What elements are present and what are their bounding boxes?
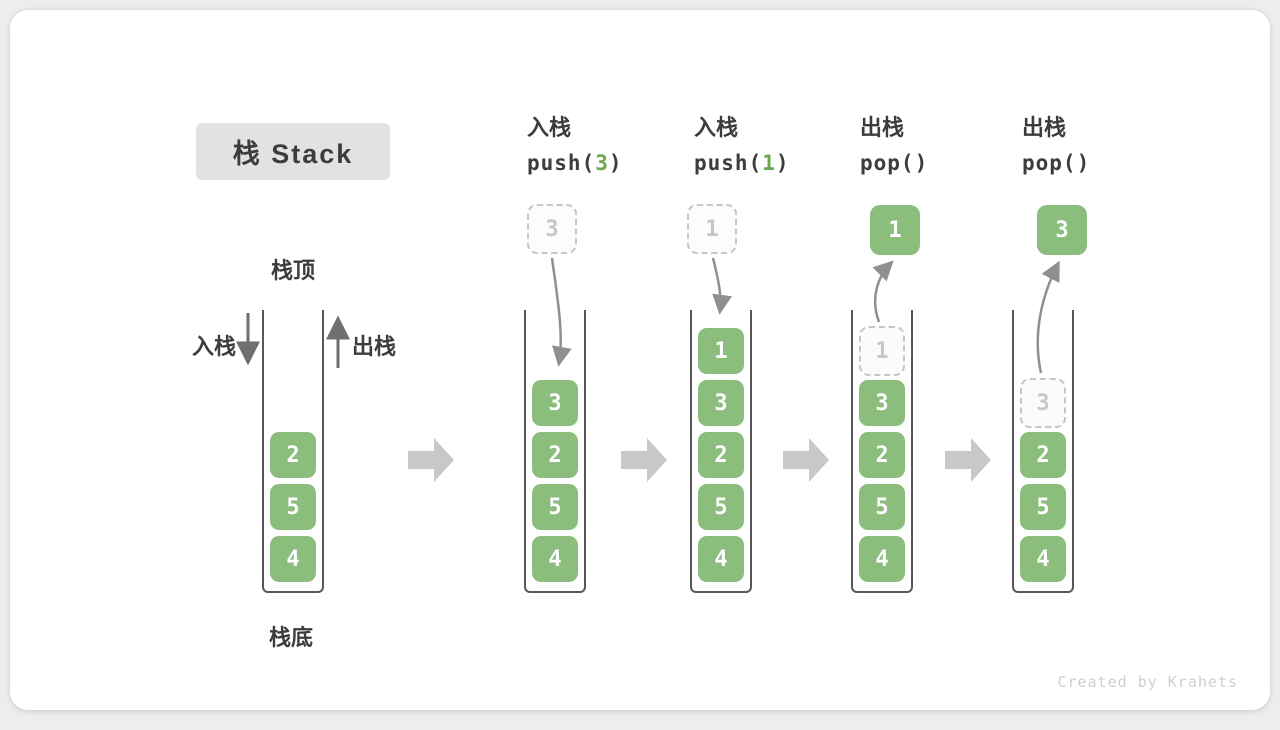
stack-bottom-label: 栈底 <box>268 625 313 650</box>
ghost-cell: 1 <box>859 326 905 376</box>
stack-cell: 2 <box>698 432 744 478</box>
stack-cell: 2 <box>532 432 578 478</box>
stack-cell: 3 <box>698 380 744 426</box>
stack-cell: 5 <box>698 484 744 530</box>
op-code-prefix: pop() <box>860 151 929 175</box>
stack-cell: 4 <box>859 536 905 582</box>
stack-cell: 5 <box>1020 484 1066 530</box>
stack-cell: 3 <box>532 380 578 426</box>
float-value-box-push-3: 3 <box>527 204 577 254</box>
stack-container-initial-stack <box>262 310 324 593</box>
stack-cell: 4 <box>1020 536 1066 582</box>
pop-direction-label: 出栈 <box>352 334 397 359</box>
op-code-prefix: push( <box>527 151 596 175</box>
next-step-block-arrow-icon <box>408 438 454 482</box>
op-code-label: pop() <box>860 150 928 176</box>
op-code-prefix: push( <box>694 151 763 175</box>
stack-cell: 5 <box>859 484 905 530</box>
op-code-suffix: ) <box>608 151 623 175</box>
op-header-pop-3: 出栈 pop() <box>1022 115 1090 176</box>
op-code-arg: 1 <box>762 151 776 175</box>
op-header-push-3: 入栈 push(3) <box>527 115 623 176</box>
op-label-cn: 出栈 <box>860 115 905 140</box>
next-step-block-arrow-icon <box>945 438 991 482</box>
push-direction-label: 入栈 <box>191 334 236 359</box>
float-value-box-pop-1: 1 <box>870 205 920 255</box>
op-code-prefix: pop() <box>1022 151 1091 175</box>
stack-cell: 5 <box>532 484 578 530</box>
stack-container-pop-3 <box>1012 310 1074 593</box>
op-code-arg: 3 <box>595 151 609 175</box>
op-code-label: pop() <box>1022 150 1090 176</box>
title-text: 栈 Stack <box>232 139 354 169</box>
op-code-label: push(3) <box>527 150 623 176</box>
push1-flow-arrow-icon <box>711 257 733 315</box>
op-label-cn: 入栈 <box>527 115 572 140</box>
stack-top-label: 栈顶 <box>270 258 315 283</box>
stack-cell: 4 <box>270 536 316 582</box>
next-step-block-arrow-icon <box>621 438 667 482</box>
op-code-suffix: ) <box>775 151 790 175</box>
float-value-box-push-1: 1 <box>687 204 737 254</box>
op-header-pop-1: 出栈 pop() <box>860 115 928 176</box>
op-label-cn: 入栈 <box>694 115 739 140</box>
stack-cell: 2 <box>270 432 316 478</box>
next-step-block-arrow-icon <box>783 438 829 482</box>
stack-cell: 5 <box>270 484 316 530</box>
ghost-cell: 3 <box>1020 378 1066 428</box>
watermark: Created by Krahets <box>1057 673 1238 691</box>
stack-container-push-1 <box>690 310 752 593</box>
stack-container-pop-1 <box>851 310 913 593</box>
title-badge: 栈 Stack <box>196 123 390 180</box>
op-code-label: push(1) <box>694 150 790 176</box>
stack-cell: 2 <box>1020 432 1066 478</box>
op-header-push-1: 入栈 push(1) <box>694 115 790 176</box>
stack-container-push-3 <box>524 310 586 593</box>
stack-cell: 3 <box>859 380 905 426</box>
stack-cell: 4 <box>698 536 744 582</box>
stack-cell: 2 <box>859 432 905 478</box>
op-label-cn: 出栈 <box>1022 115 1067 140</box>
stack-cell: 4 <box>532 536 578 582</box>
float-value-box-pop-3: 3 <box>1037 205 1087 255</box>
stack-cell: 1 <box>698 328 744 374</box>
